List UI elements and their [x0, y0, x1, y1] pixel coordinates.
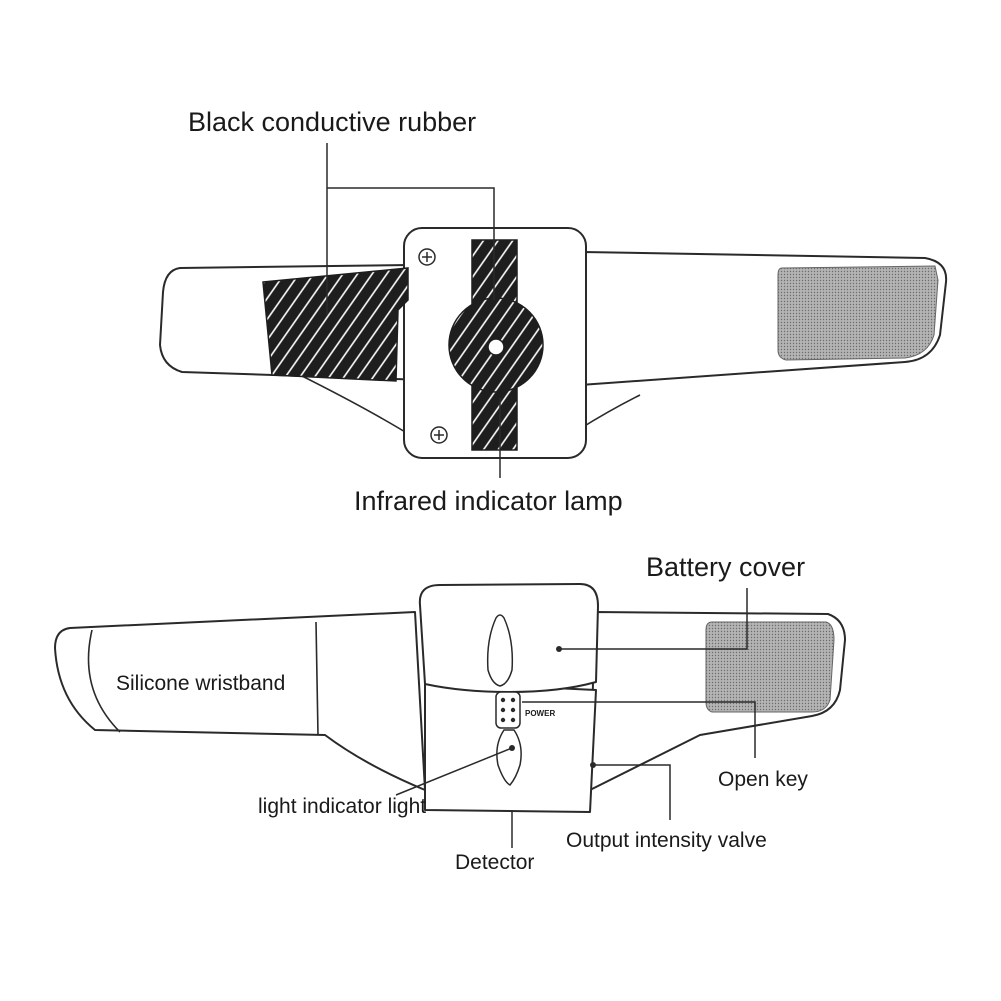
- label-open-key: Open key: [718, 768, 808, 791]
- indicator-dot: [509, 745, 515, 751]
- bottom-leaders: [395, 588, 756, 848]
- rubber-pad-left: [262, 267, 409, 382]
- silicone-wristband: [54, 611, 426, 791]
- label-silicone-wristband: Silicone wristband: [116, 672, 285, 695]
- screw-top-icon: [418, 248, 436, 266]
- power-button: [495, 691, 521, 729]
- label-power: POWER: [525, 709, 555, 718]
- wristband-seam: [315, 621, 319, 736]
- screw-bottom-icon: [430, 426, 448, 444]
- gray-pad-bottom: [705, 621, 835, 713]
- top-strap-lower-edge-right: [577, 394, 641, 431]
- label-black-conductive-rubber: Black conductive rubber: [188, 107, 476, 137]
- infrared-lamp-dot: [487, 338, 505, 356]
- label-light-indicator-light: light indicator light: [258, 795, 426, 818]
- gray-pad-top: [777, 265, 939, 361]
- wristband-inner-line: [87, 629, 121, 733]
- label-infrared-indicator-lamp: Infrared indicator lamp: [354, 486, 623, 516]
- label-detector: Detector: [455, 851, 534, 874]
- label-battery-cover: Battery cover: [646, 552, 805, 582]
- label-output-intensity-valve: Output intensity valve: [566, 829, 767, 852]
- top-leaders: [326, 143, 501, 478]
- power-dots: [500, 697, 516, 723]
- open-key-notch: [486, 614, 514, 687]
- top-strap-lower-edge: [299, 374, 416, 439]
- top-device: [159, 227, 948, 459]
- bottom-device: [54, 583, 846, 813]
